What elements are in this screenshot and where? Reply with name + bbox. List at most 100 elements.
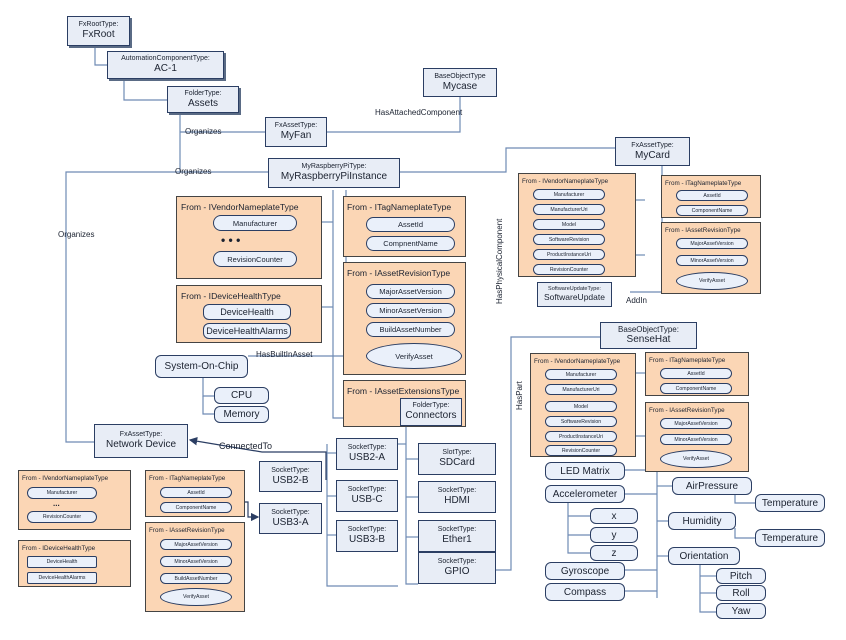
manufacturer-property[interactable]: Manufacturer [533,189,605,200]
pi-tag-group: From - ITagNameplateType AssetId Compnen… [343,196,466,257]
mycard-node[interactable]: FxAssetType: MyCard [615,137,690,166]
addin-label: AddIn [626,296,647,305]
manufactureruri-property[interactable]: ManufacturerUri [533,204,605,215]
softwarerevision-property[interactable]: SoftwareRevision [533,234,605,245]
hdmi-socket[interactable]: SocketType: HDMI [418,481,496,513]
buildassetnumber-property[interactable]: BuildAssetNumber [160,573,232,584]
ledmatrix-node[interactable]: LED Matrix [545,462,625,480]
ac1-node[interactable]: AutomationComponentType: AC-1 [107,51,224,79]
node-name: Assets [187,97,218,109]
manufactureruri-property[interactable]: ManufacturerUri [545,384,617,395]
majorassetversion-property[interactable]: MajorAssetVersion [160,539,232,550]
hat-rev-group: From - IAssetRevisionType MajorAssetVers… [645,402,749,472]
majorassetversion-property[interactable]: MajorAssetVersion [366,284,455,299]
revisioncounter-property[interactable]: RevisionCounter [213,251,297,267]
node-type: BaseObjectType [434,72,486,80]
node-name: MyFan [280,130,312,142]
node-type: FxAssetType: [119,431,163,439]
orient-pitch-node[interactable]: Pitch [716,568,766,584]
airpressure-node[interactable]: AirPressure [672,477,752,495]
memory-node[interactable]: Memory [214,406,269,423]
assets-node[interactable]: FolderType: Assets [167,86,239,113]
model-property[interactable]: Model [545,401,617,412]
compass-node[interactable]: Compass [545,583,625,601]
assetid-property[interactable]: AssetId [366,217,455,232]
sdcard-slot[interactable]: SlotType: SDCard [418,443,496,475]
accel-axes-trunk [567,503,590,554]
manufacturer-property[interactable]: Manufacturer [545,369,617,380]
verifyasset-method[interactable]: VerifyAsset [366,343,462,369]
accelerometer-node[interactable]: Accelerometer [545,485,625,503]
group-title: From - IAssetRevisionType [649,407,725,414]
usbc-socket[interactable]: SocketType: USB-C [336,480,398,512]
verifyasset-method[interactable]: VerifyAsset [660,450,732,468]
verifyasset-method[interactable]: VerifyAsset [160,588,232,606]
minorassetversion-property[interactable]: MinorAssetVersion [366,303,455,318]
node-name: USB-C [351,494,383,506]
buildassetnumber-property[interactable]: BuildAssetNumber [366,322,455,337]
gpio-socket[interactable]: SocketType: GPIO [418,552,496,584]
gyroscope-node[interactable]: Gyroscope [545,562,625,580]
model-property[interactable]: Model [533,219,605,230]
usb3b-socket[interactable]: SocketType: USB3-B [336,520,398,552]
myfan-node[interactable]: FxAssetType: MyFan [265,117,327,147]
devicehealth-property[interactable]: DeviceHealth [27,556,97,568]
revisioncounter-property[interactable]: RevisionCounter [545,445,617,456]
minorassetversion-property[interactable]: MinorAssetVersion [160,556,232,567]
usb2b-socket[interactable]: SocketType: USB2-B [259,461,322,492]
componentname-property[interactable]: ComponentName [160,502,232,513]
ether1-socket[interactable]: SocketType: Ether1 [418,520,496,552]
devicehealthalarms-property[interactable]: DeviceHealthAlarms [27,572,97,584]
node-name: SoftwareUpdate [544,291,605,302]
nd-rev-group: From - IAssetRevisionType MajorAssetVers… [145,522,245,612]
card-tag-group: From - ITagNameplateType AssetId Compone… [661,175,761,218]
node-type: FxAssetType: [631,141,674,149]
orient-roll-node[interactable]: Roll [716,585,766,601]
verifyasset-method[interactable]: VerifyAsset [676,272,748,290]
pi-vendor-group: From - IVendorNameplateType Manufacturer… [176,196,322,279]
assetid-property[interactable]: AssetId [660,368,732,379]
mypi-node[interactable]: MyRaspberryPiType: MyRaspberryPiInstance [268,158,400,188]
componentname-property[interactable]: ComponentName [676,205,748,216]
componentname-property[interactable]: CompnentName [366,236,455,251]
connectors-node[interactable]: FolderType: Connectors [400,398,462,426]
softwarerevision-property[interactable]: SoftwareRevision [545,416,617,427]
usb2a-socket[interactable]: SocketType: USB2-A [336,438,398,470]
system-on-chip-node[interactable]: System-On-Chip [155,355,248,378]
minorassetversion-property[interactable]: MinorAssetVersion [676,255,748,266]
componentname-property[interactable]: ComponentName [660,383,732,394]
usb3a-socket[interactable]: SocketType: USB3-A [259,503,322,534]
accel-z-node[interactable]: z [590,545,638,561]
revisioncounter-property[interactable]: RevisionCounter [533,264,605,275]
sensehat-node[interactable]: BaseObjectType: SenseHat [600,322,697,349]
accel-x-node[interactable]: x [590,508,638,524]
accel-y-node[interactable]: y [590,527,638,543]
mycase-node[interactable]: BaseObjectType Mycase [423,68,497,97]
devicehealth-property[interactable]: DeviceHealth [203,304,291,320]
fxroot-node[interactable]: FxRootType: FxRoot [67,16,130,46]
air-temperature-node[interactable]: Temperature [755,494,825,512]
majorassetversion-property[interactable]: MajorAssetVersion [676,238,748,249]
productinstanceuri-property[interactable]: ProductInstanceUri [545,431,617,442]
assetid-property[interactable]: AssetId [160,487,232,498]
humidity-node[interactable]: Humidity [668,512,736,530]
productinstanceuri-property[interactable]: ProductInstanceUri [533,249,605,260]
group-title: From - ITagNameplateType [347,202,452,212]
hum-temperature-node[interactable]: Temperature [755,529,825,547]
devicehealthalarms-property[interactable]: DeviceHealthAlarms [203,323,291,339]
assetid-property[interactable]: AssetId [676,190,748,201]
softwareupdate-node[interactable]: SoftwareUpdateType: SoftwareUpdate [537,282,612,307]
group-title: From - IVendorNameplateType [522,178,609,185]
group-title: From - IAssetRevisionType [665,227,741,234]
revisioncounter-property[interactable]: RevisionCounter [27,511,97,523]
orientation-node[interactable]: Orientation [668,547,740,565]
netdevice-node[interactable]: FxAssetType: Network Device [94,424,188,458]
orient-yaw-node[interactable]: Yaw [716,603,766,619]
majorassetversion-property[interactable]: MajorAssetVersion [660,418,732,429]
node-type: MyRaspberryPiType: [301,163,367,171]
manufacturer-property[interactable]: Manufacturer [213,215,297,231]
cpu-node[interactable]: CPU [214,387,269,404]
minorassetversion-property[interactable]: MinorAssetVersion [660,434,732,445]
group-title: From - ITagNameplateType [649,357,726,364]
manufacturer-property[interactable]: Manufacturer [27,487,97,499]
